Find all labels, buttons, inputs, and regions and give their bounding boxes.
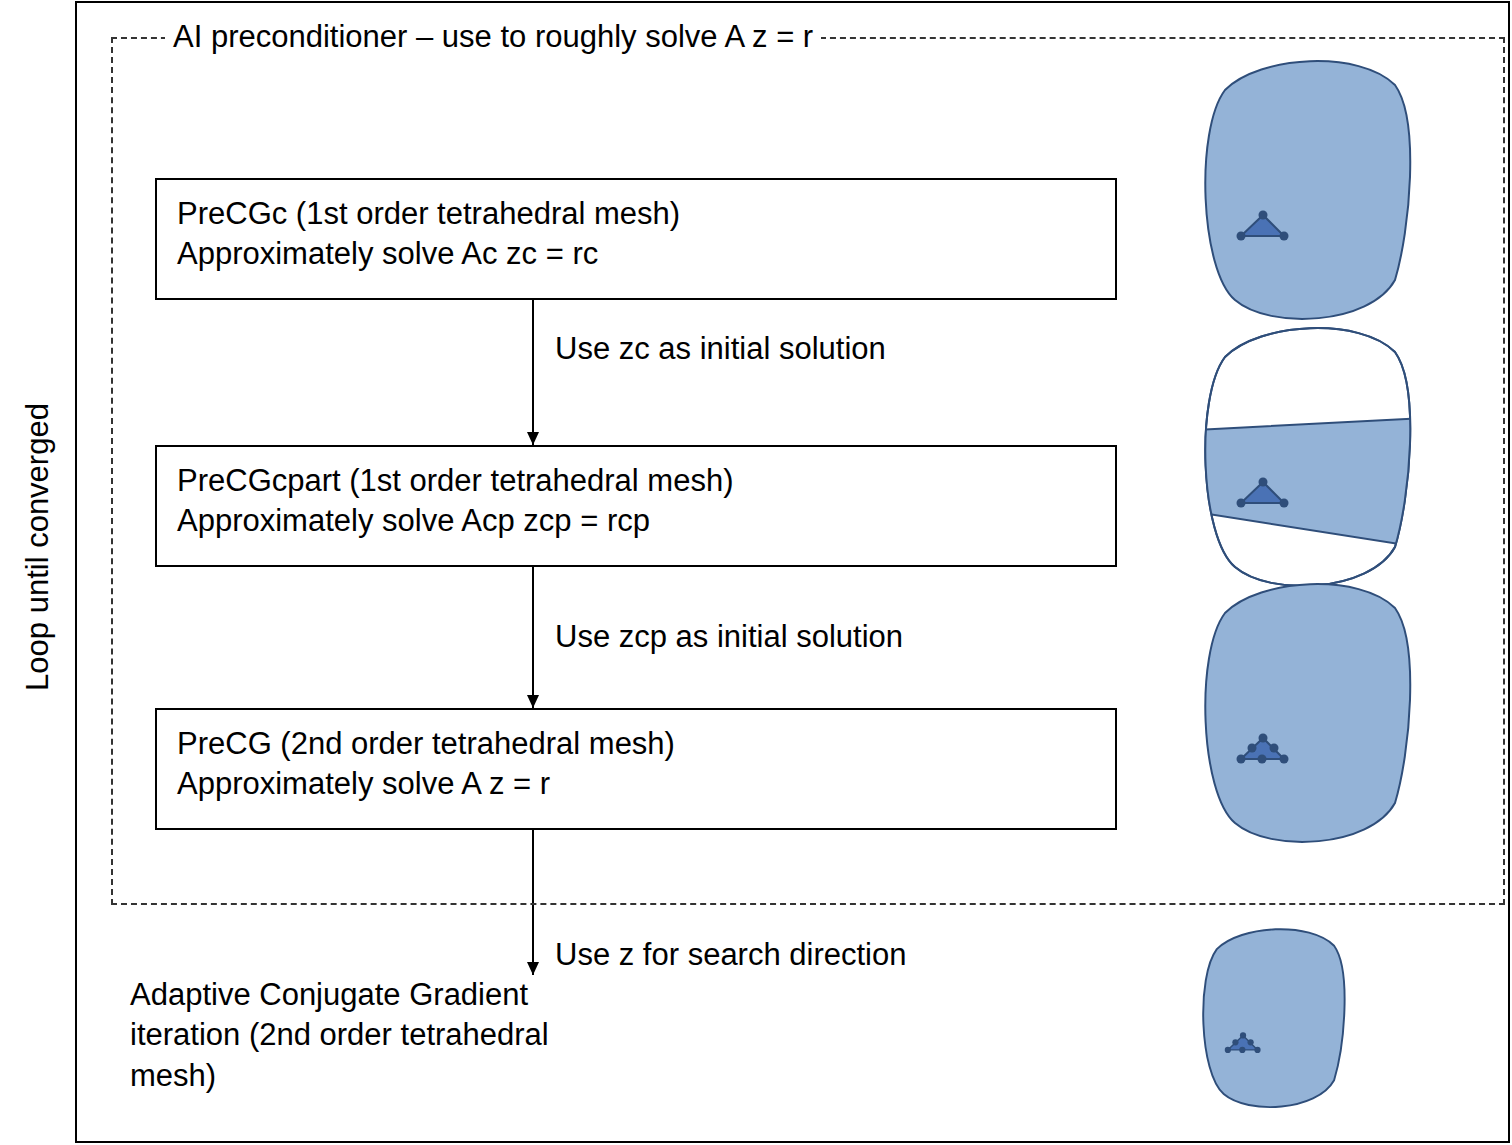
box-heading: PreCG (2nd order tetrahedral mesh): [177, 724, 1095, 764]
process-box: PreCGc (1st order tetrahedral mesh)Appro…: [155, 178, 1117, 300]
box-heading: PreCGcpart (1st order tetrahedral mesh): [177, 461, 1095, 501]
edge-label: Use z for search direction: [551, 935, 910, 975]
head-cg: [1203, 929, 1344, 1107]
loop-label: Loop until converged: [18, 403, 58, 691]
head-fine: [1205, 584, 1410, 842]
box-heading: Adaptive Conjugate Gradient iteration (2…: [130, 975, 630, 1096]
edge-label: Use zc as initial solution: [551, 329, 890, 369]
box-heading: PreCGc (1st order tetrahedral mesh): [177, 194, 1095, 234]
process-box: PreCG (2nd order tetrahedral mesh)Approx…: [155, 708, 1117, 830]
process-box: PreCGcpart (1st order tetrahedral mesh)A…: [155, 445, 1117, 567]
box-equation: Approximately solve Acp zcp = rcp: [177, 501, 1095, 541]
flow-arrow: [532, 567, 534, 708]
box-equation: Approximately solve A z = r: [177, 764, 1095, 804]
flow-arrow: [532, 300, 534, 445]
arrow-head: [527, 695, 539, 708]
edge-label: Use zcp as initial solution: [551, 617, 907, 657]
group-heading: AI preconditioner – use to roughly solve…: [165, 17, 821, 57]
flow-arrow: [532, 830, 534, 975]
iteration-text: Adaptive Conjugate Gradient iteration (2…: [130, 975, 630, 1100]
box-equation: Approximately solve Ac zc = rc: [177, 234, 1095, 274]
arrow-head: [527, 432, 539, 445]
arrow-head: [527, 962, 539, 975]
preconditioner-group: AI preconditioner – use to roughly solve…: [111, 37, 1505, 905]
head-coarse: [1205, 61, 1410, 319]
head-partial: [1195, 328, 1425, 586]
